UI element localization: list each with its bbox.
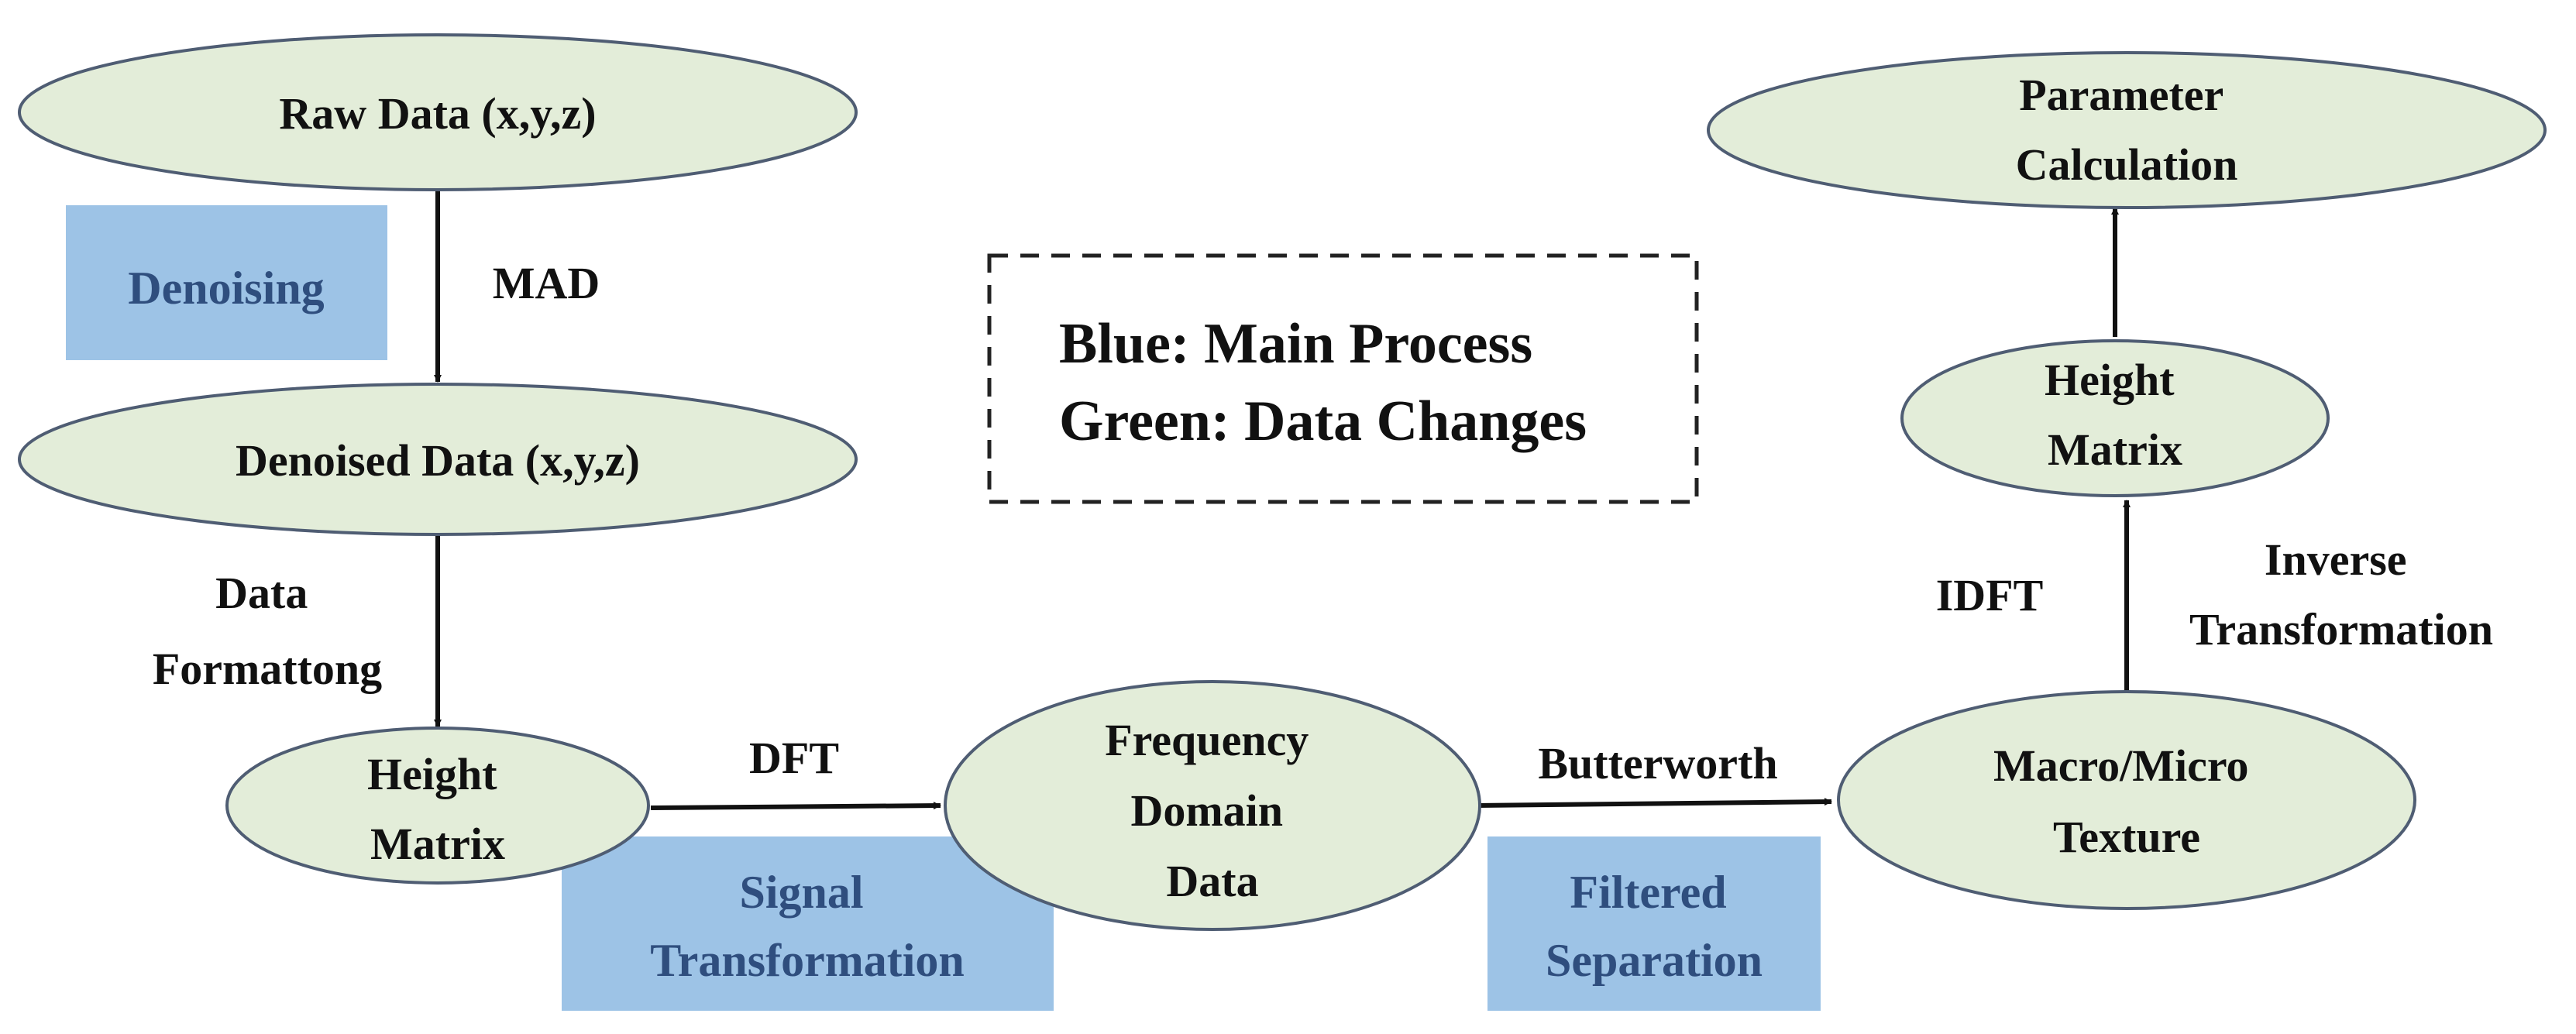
process-denoising: Denoising <box>66 205 387 360</box>
node-shape <box>944 680 1481 931</box>
node-denoised-data: Denoised Data (x,y,z) <box>18 383 858 536</box>
node-label-line: Height <box>367 749 497 799</box>
process-label: Denoising <box>128 263 324 314</box>
node-label-line: Matrix <box>2048 424 2182 475</box>
node-shape <box>1837 690 2416 910</box>
process-label-line: Separation <box>1546 935 1763 986</box>
legend-line-blue: Blue: Main Process <box>1059 312 1532 376</box>
node-label-line: Macro/Micro <box>1993 740 2249 791</box>
process-box <box>66 205 387 360</box>
edge-label-line: Inverse <box>2265 534 2407 585</box>
node-height-matrix-2: Height Matrix <box>1900 339 2330 497</box>
node-label: Raw Data (x,y,z) <box>279 88 596 139</box>
edge-label-line: DFT <box>749 733 839 783</box>
node-macro-micro-texture: Macro/Micro Texture <box>1837 690 2416 910</box>
edge-label-line: MAD <box>493 258 600 308</box>
node-label-line: Calculation <box>2016 139 2238 190</box>
node-shape <box>18 33 858 191</box>
legend-line-green: Green: Data Changes <box>1059 390 1587 453</box>
node-label-line: Data <box>1166 856 1258 906</box>
process-box <box>562 836 1054 1011</box>
process-label-line: Transformation <box>650 935 965 986</box>
node-label: Height Matrix <box>2045 355 2186 475</box>
edge-label-mad: MAD <box>493 258 600 308</box>
edge-label-inverse-transformation: Inverse Transformation <box>2189 534 2493 654</box>
process-label-line: Signal <box>739 867 863 918</box>
node-label: Macro/Micro Texture <box>1993 740 2260 862</box>
arrow-frequency-to-texture <box>1475 798 1832 808</box>
edge-label-line: Transformation <box>2189 604 2493 654</box>
node-frequency-domain-data: Frequency Domain Data <box>944 680 1481 931</box>
process-signal-transformation: Signal Transformation <box>562 836 1054 1011</box>
process-label: Filtered Separation <box>1546 867 1763 986</box>
node-shape <box>225 727 650 885</box>
node-label-line: Raw Data (x,y,z) <box>279 88 596 139</box>
node-label-line: Frequency <box>1105 715 1309 765</box>
node-parameter-calculation: Parameter Calculation <box>1707 51 2547 209</box>
node-shape <box>1900 339 2330 497</box>
node-label: Frequency Domain Data <box>1105 715 1320 906</box>
edge-label-line: Data <box>215 568 308 618</box>
node-height-matrix-1: Height Matrix <box>225 727 650 885</box>
node-label-line: Texture <box>2053 812 2200 862</box>
edge-label-butterworth: Butterworth <box>1538 738 1777 788</box>
node-shape <box>18 383 858 536</box>
edge-label-line: Butterworth <box>1538 738 1777 788</box>
edge-label-data-formatting: Data Formattong <box>153 568 382 694</box>
node-label-line: Domain <box>1130 785 1283 836</box>
node-label: Denoised Data (x,y,z) <box>236 435 640 486</box>
node-shape <box>1707 51 2547 209</box>
legend-border <box>987 253 1699 504</box>
edge-label-line: Formattong <box>153 644 382 694</box>
node-label-line: Denoised Data (x,y,z) <box>236 435 640 486</box>
edge-label-dft: DFT <box>749 733 839 783</box>
process-filtered-separation: Filtered Separation <box>1487 836 1821 1011</box>
node-label-line: Parameter <box>2019 70 2223 120</box>
process-label-line: Filtered <box>1570 867 1726 918</box>
node-label: Height Matrix <box>367 749 508 869</box>
arrow-height-to-frequency <box>650 802 941 810</box>
edge-label-idft: IDFT <box>1936 570 2044 620</box>
process-label: Signal Transformation <box>650 867 965 986</box>
legend-box: Blue: Main Process Green: Data Changes <box>987 253 1699 504</box>
edge-label-line: IDFT <box>1936 570 2044 620</box>
node-label-line: Height <box>2045 355 2175 405</box>
node-raw-data: Raw Data (x,y,z) <box>18 33 858 191</box>
process-label-line: Denoising <box>128 263 324 314</box>
node-label: Parameter Calculation <box>2016 70 2238 190</box>
process-box <box>1487 836 1821 1011</box>
node-label-line: Matrix <box>370 819 505 869</box>
